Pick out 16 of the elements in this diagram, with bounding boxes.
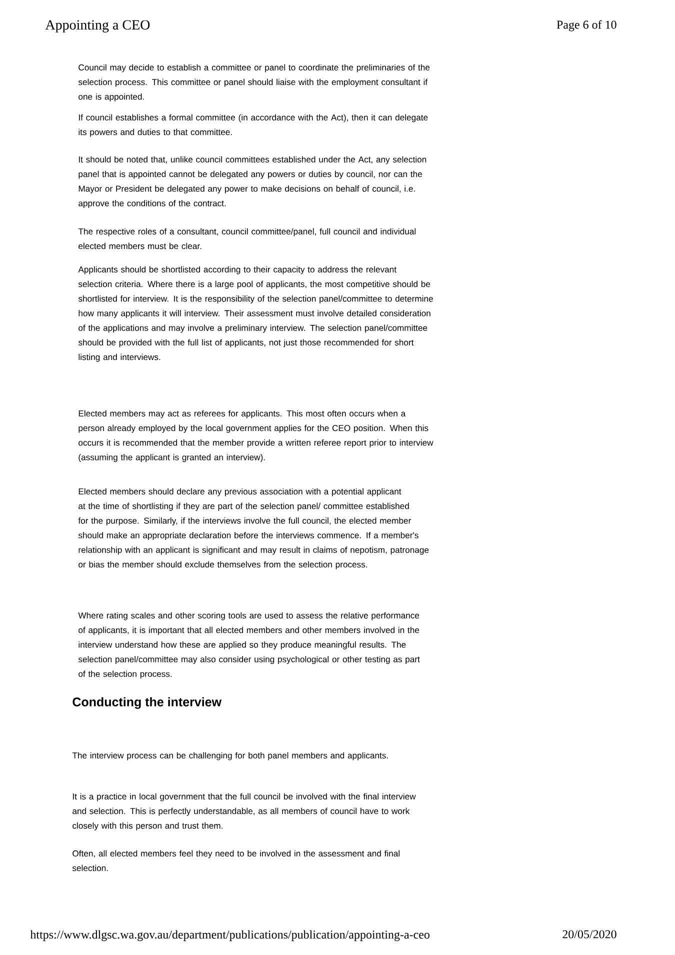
page-header: Appointing a CEO bbox=[45, 20, 150, 32]
paragraph: If council establishes a formal committee (in accordance with the Act), then it can delegate its powers and duties to that committee. bbox=[78, 114, 428, 137]
paragraph: The interview process can be challenging for both panel members and applicants. bbox=[72, 752, 388, 760]
paragraph: It should be noted that, unlike council committees established under the Act, any selection panel that is appointed cannot be delegated any powers or duties by council, nor can the Mayor or President be delegated any power to make decisions on behalf of council, i.e. approve the conditions of the contract. bbox=[78, 156, 426, 208]
paragraph: Council may decide to establish a committee or panel to coordinate the preliminaries of the selection process. This committee or panel should liaise with the employment consultant if one is appointed. bbox=[78, 64, 430, 102]
section-heading: Conducting the interview bbox=[72, 697, 222, 709]
paragraph: Elected members may act as referees for applicants. This most often occurs when a person already employed by the local government applies for the CEO position. When this occurs it is recommended that the member provide a written referee report prior to interview (assuming the applicant is granted an interview). bbox=[78, 410, 434, 462]
paragraph: Elected members should declare any previous association with a potential applicant at the time of shortlisting if they are part of the selection panel/ committee established for the purpose. Similarly, if the interviews involve the full council, the elected member should make an appropriate declaration before the interviews commence. If a member's relationship with an applicant is significant and may result in claims of nepotism, patronage or bias the member should exclude themselves from the selection process. bbox=[78, 488, 429, 570]
paragraph: Where rating scales and other scoring tools are used to assess the relative performance of applicants, it is important that all elected members and other members involved in the interview understand how these are applied so they produce meaningful results. The selection panel/committee may also consider using psychological or other testing as part of the selection process. bbox=[78, 612, 420, 679]
paragraph: It is a practice in local government that the full council be involved with the final interview and selection. This is perfectly understandable, as all members of council have to work closely with this person and trust them. bbox=[72, 793, 416, 830]
footer-date: 20/05/2020 bbox=[562, 930, 616, 938]
footer-url: https://www.dlgsc.wa.gov.au/department/publications/publication/appointing-a-ceo bbox=[30, 930, 430, 942]
paragraph: The respective roles of a consultant, council committee/panel, full council and individual elected members must be clear. bbox=[78, 228, 416, 250]
page-number: Page 6 of 10 bbox=[556, 20, 616, 32]
paragraph: Applicants should be shortlisted according to their capacity to address the relevant selection criteria. Where there is a large pool of applicants, the most competitive should be shortlisted for interview. It is the responsibility of the selection panel/committee to determine how many applicants it will interview. Their assessment must involve detailed consideration of the applications and may involve a preliminary interview. The selection panel/committee should be provided with the full list of applicants, not just those recommended for short listing and interviews. bbox=[78, 266, 433, 362]
paragraph: Often, all elected members feel they need to be involved in the assessment and final selection. bbox=[72, 850, 400, 872]
